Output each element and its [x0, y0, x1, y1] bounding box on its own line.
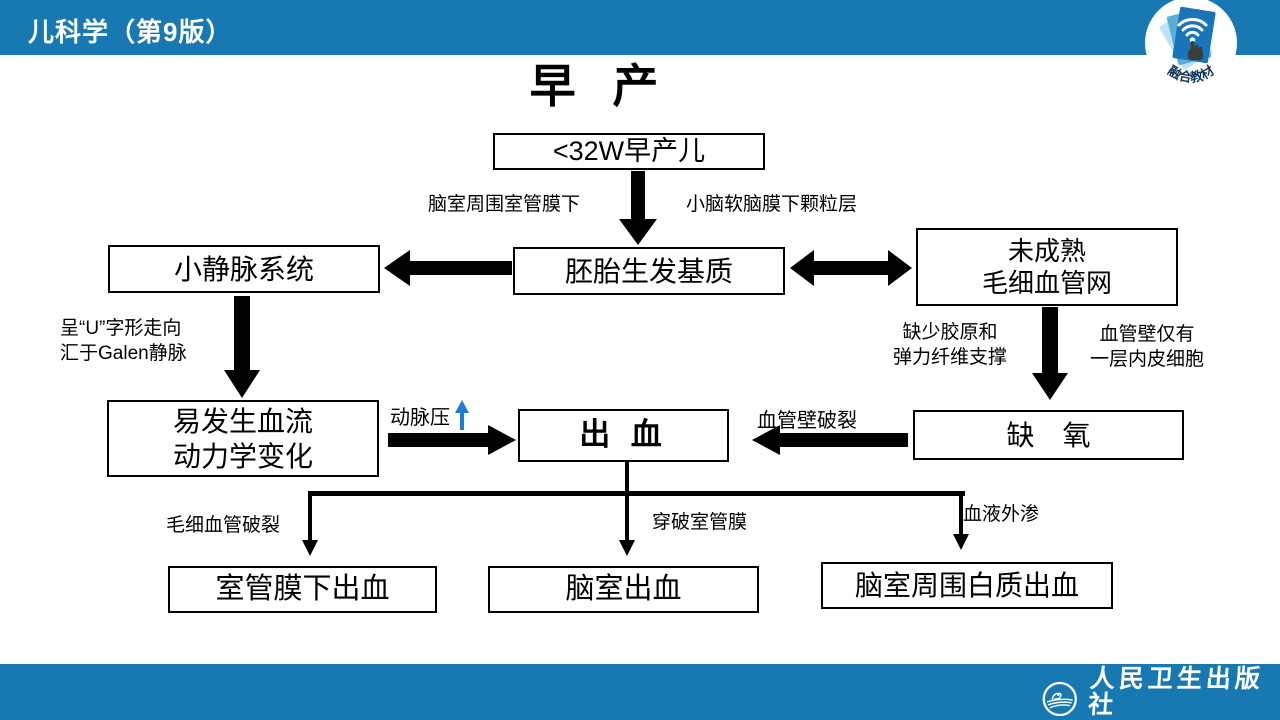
arterial-pressure-up-icon — [455, 400, 469, 430]
label-arterial-pressure: 动脉压 — [390, 407, 450, 429]
node-ivh-label: 脑室出血 — [565, 573, 682, 606]
node-hemodynamic-line1: 易发生血流 — [172, 405, 313, 437]
label-collagen-line1: 缺少胶原和 — [902, 322, 998, 343]
header-bar: 儿科学（第9版） — [0, 0, 1280, 55]
label-vessel-wall-line1: 血管壁仅有 — [1099, 324, 1195, 345]
node-subependymal-label: 室管膜下出血 — [215, 573, 390, 606]
node-immature-capillary: 未成熟 毛细血管网 — [916, 228, 1178, 306]
node-intraventricular-hemorrhage: 脑室出血 — [488, 566, 759, 613]
node-pvwm-label: 脑室周围白质出血 — [854, 570, 1079, 601]
publisher-swan-icon — [1042, 682, 1077, 717]
label-vessel-wall-line2: 一层内皮细胞 — [1089, 349, 1204, 370]
arrow-down-hemodynamic — [234, 296, 250, 372]
label-u-shape-line2: 汇于Galen静脉 — [60, 343, 187, 364]
branch-horizontal — [308, 491, 965, 496]
label-u-shape-line1: 呈“U”字形走向 — [60, 318, 182, 339]
label-vessel-wall: 血管壁仅有 一层内皮细胞 — [1082, 322, 1212, 372]
footer-bar — [0, 664, 1280, 720]
node-hypoxia-label: 缺 氧 — [1006, 419, 1091, 451]
label-u-shape: 呈“U”字形走向 汇于Galen静脉 — [60, 316, 187, 366]
label-penetrate-ependyma: 穿破室管膜 — [652, 512, 748, 533]
label-cerebellar-subpial: 小脑软脑膜下颗粒层 — [686, 194, 858, 215]
course-title: 儿科学（第9版） — [28, 17, 233, 47]
branch-lines — [302, 461, 969, 556]
fusion-textbook-badge-icon: 融合教材 — [1145, 0, 1237, 89]
arrow-left-bleeding — [778, 433, 908, 447]
label-collagen-line2: 弹力纤维支撑 — [892, 347, 1007, 368]
node-capillary-line1: 未成熟 — [1007, 235, 1086, 266]
branch-left — [308, 494, 312, 542]
arrow-down-matrix — [631, 171, 645, 219]
node-capillary-line2: 毛细血管网 — [981, 268, 1112, 298]
node-venous-system: 小静脉系统 — [108, 245, 380, 293]
node-bleeding-label: 出 血 — [579, 417, 668, 453]
publisher-text: 人民卫生出版社 PEOPLE'S MEDICAL PUBLISHING HOUS… — [1086, 666, 1280, 720]
arrow-double-capillary — [812, 261, 890, 275]
arrow-right-bleeding — [388, 433, 490, 447]
node-subependymal-hemorrhage: 室管膜下出血 — [168, 566, 437, 613]
page-title: 早 产 — [529, 60, 671, 112]
arrow-down-hypoxia — [1042, 307, 1058, 375]
node-bleeding: 出 血 — [518, 409, 729, 462]
label-periventricular-subependymal: 脑室周围室管膜下 — [428, 194, 581, 215]
label-capillary-rupture: 毛细血管破裂 — [166, 515, 281, 536]
badge-wifi-icon — [1177, 17, 1208, 37]
arrow-left-venous — [408, 261, 512, 275]
publisher-logo: 人民卫生出版社 PEOPLE'S MEDICAL PUBLISHING HOUS… — [1040, 666, 1280, 720]
node-periventricular-white-matter-hemorrhage: 脑室周围白质出血 — [821, 562, 1113, 609]
node-hemodynamic-line2: 动力学变化 — [172, 440, 313, 472]
label-blood-extravasation: 血液外渗 — [963, 504, 1040, 525]
publisher-name-cn: 人民卫生出版社 — [1086, 666, 1265, 720]
label-vessel-rupture: 血管壁破裂 — [757, 410, 857, 432]
node-germinal-matrix: 胚胎生发基质 — [513, 247, 785, 295]
badge-wifi-dot — [1189, 37, 1196, 43]
node-preterm-label: <32W早产儿 — [552, 135, 706, 166]
node-hypoxia: 缺 氧 — [913, 410, 1184, 460]
node-matrix-label: 胚胎生发基质 — [564, 255, 733, 287]
node-venous-label: 小静脉系统 — [173, 253, 314, 285]
badge-hand-icon — [1188, 41, 1203, 60]
node-preterm: <32W早产儿 — [493, 133, 765, 170]
node-hemodynamic: 易发生血流 动力学变化 — [107, 400, 379, 477]
branch-center — [625, 494, 629, 542]
label-collagen: 缺少胶原和 弹力纤维支撑 — [880, 320, 1020, 370]
branch-stem — [625, 461, 629, 494]
